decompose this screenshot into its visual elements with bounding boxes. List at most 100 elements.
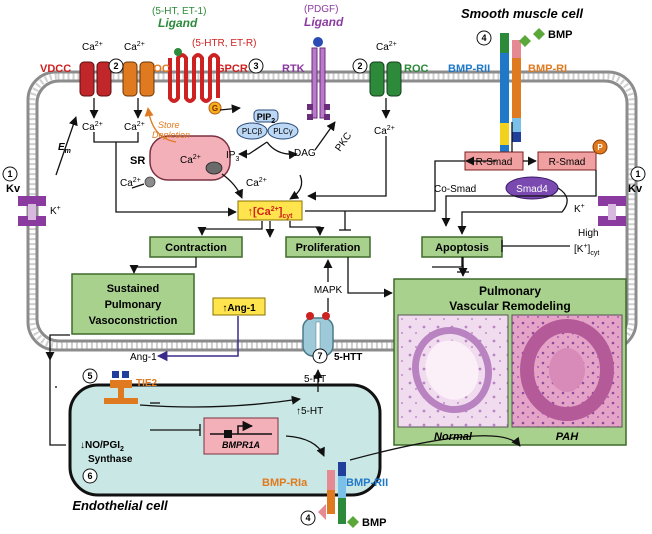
smad4-label: Smad4	[516, 184, 548, 195]
bmpr2-label: BMP-RII	[448, 63, 490, 75]
store-depletion-1: Store	[158, 120, 180, 130]
svg-text:Ca2+: Ca2+	[374, 125, 395, 137]
ang1-box	[212, 297, 266, 316]
store-depletion-arrow	[144, 107, 177, 143]
normal-label: Normal	[434, 431, 473, 443]
bmp-diamond-endothelial	[347, 516, 359, 528]
pathway-arrows	[45, 98, 597, 461]
contraction-label: Contraction	[165, 242, 227, 254]
plcg-ellipse	[267, 122, 299, 140]
roc-label: ROC	[404, 63, 429, 75]
bmp-label: BMP	[548, 29, 572, 41]
endothelial-title: Endothelial cell	[72, 498, 168, 513]
pvr-label-1: Pulmonary	[479, 284, 541, 298]
kv-channel-right	[598, 196, 626, 226]
g-protein-label: G	[212, 104, 218, 113]
step-4-smc: 4	[481, 33, 486, 43]
step-markers: 1 1 2 2 3 4 4 5 6 7	[2, 30, 646, 526]
svg-text:Ca2+: Ca2+	[82, 41, 103, 53]
cytosolic-calcium-box	[237, 200, 303, 221]
ht-in-label: ↑5-HT	[296, 406, 323, 417]
pah-histology-image	[511, 314, 623, 428]
svg-text:Ca2+: Ca2+	[124, 41, 145, 53]
store-depletion-2: Depletion	[152, 130, 190, 140]
gpcr-ligand-dot	[174, 48, 182, 56]
bmpr2-endo-label: BMP-RII	[346, 477, 388, 489]
mapk-label: MAPK	[314, 285, 343, 296]
co-smad-label: Co-Smad	[434, 184, 476, 195]
svg-text:Ca2+: Ca2+	[180, 154, 201, 166]
plcb-label: PLCβ	[242, 127, 263, 136]
gpcr-ligand-label: Ligand	[158, 16, 198, 30]
svg-text:Ca2+: Ca2+	[376, 41, 397, 53]
serotonin-transporter	[302, 312, 334, 357]
bmp-diamond	[533, 28, 545, 40]
bmp-receptor-endothelial	[318, 462, 346, 524]
step-1-right: 1	[635, 169, 640, 179]
gpcr-agonists: (5-HT, ET-1)	[152, 6, 206, 17]
ang1-label: Ang-1	[130, 352, 157, 363]
bmpr1a-gene-label: BMPR1A	[222, 440, 260, 450]
vdcc-label: VDCC	[40, 63, 71, 75]
ip3-label: IP3	[226, 150, 239, 163]
bmpr1a-gene-box	[203, 417, 279, 455]
plcg-label: PLCγ	[273, 127, 293, 136]
k-cyt-label: [K+]cyt	[574, 243, 599, 257]
spv-label-3: Vasoconstriction	[89, 315, 178, 327]
spv-label-2: Pulmonary	[105, 299, 163, 311]
em-label: Em	[58, 142, 71, 155]
svg-text:Ca2+: Ca2+	[82, 121, 103, 133]
k-out-label: K+	[50, 205, 61, 217]
calcium-labels: Ca2+ Ca2+ Ca2+ Ca2+ Ca2+ Ca2+ Ca2+ Ca2+ …	[82, 41, 397, 189]
step-7: 7	[317, 351, 322, 361]
step-3: 3	[253, 61, 258, 71]
step-2-soc: 2	[113, 61, 118, 71]
rtk-agonist: (PDGF)	[304, 4, 338, 15]
gene-tss-arrow	[237, 420, 254, 434]
bmpr1a-label: BMP-RIa	[262, 477, 308, 489]
r-smad-2-label: R-Smad	[549, 157, 586, 168]
gpcr-label: GPCR	[216, 63, 248, 75]
tie2-receptor	[104, 371, 138, 404]
k-in-label: K+	[574, 203, 585, 215]
svg-text:Ca2+: Ca2+	[120, 177, 141, 189]
phosphate-circle	[592, 139, 608, 155]
plcb-ellipse	[236, 122, 268, 140]
tie2-label: TIE2	[136, 378, 158, 389]
vdcc-channel	[79, 61, 112, 97]
pip2-box	[253, 109, 279, 123]
pvr-label-2: Vascular Remodeling	[449, 299, 570, 313]
soc-channel	[122, 61, 155, 97]
step-1-left: 1	[7, 169, 12, 179]
roc-channel	[369, 61, 402, 97]
rtk-receptor	[307, 37, 330, 120]
r-smad-1-label: R-Smad	[476, 157, 513, 168]
step-4-endo: 4	[305, 513, 310, 523]
sr-label: SR	[130, 155, 145, 167]
vasoconstriction-box	[71, 273, 195, 335]
kv-right-label: Kv	[628, 183, 643, 195]
ang1-box-label: ↑Ang-1	[222, 303, 256, 314]
nos-label: ↓NO/PGI2	[80, 440, 124, 453]
bmp-endo-label: BMP	[362, 517, 386, 529]
proliferation-label: Proliferation	[296, 242, 361, 254]
r-smad-box-2	[537, 151, 597, 171]
bmpr1-label: BMP-RI	[528, 63, 567, 75]
spv-label-1: Sustained	[107, 283, 160, 295]
step-6: 6	[87, 471, 92, 481]
gpcr-receptors: (5-HTR, ET-R)	[192, 38, 256, 49]
rtk-ligand-label: Ligand	[304, 15, 344, 29]
rtk-label: RTK	[282, 63, 305, 75]
synthase-label: Synthase	[88, 454, 133, 465]
proliferation-box	[285, 236, 371, 258]
dag-label: DAG	[294, 148, 316, 159]
smooth-muscle-title: Smooth muscle cell	[461, 6, 583, 21]
ang1-arrow	[156, 316, 239, 362]
kv-left-label: Kv	[6, 183, 21, 195]
pip2-label: PIP2	[257, 112, 276, 125]
step-2-roc: 2	[357, 61, 362, 71]
ht-out-label: 5-HT	[304, 374, 326, 385]
gpcr-receptor	[168, 48, 220, 103]
pah-label: PAH	[556, 431, 579, 443]
